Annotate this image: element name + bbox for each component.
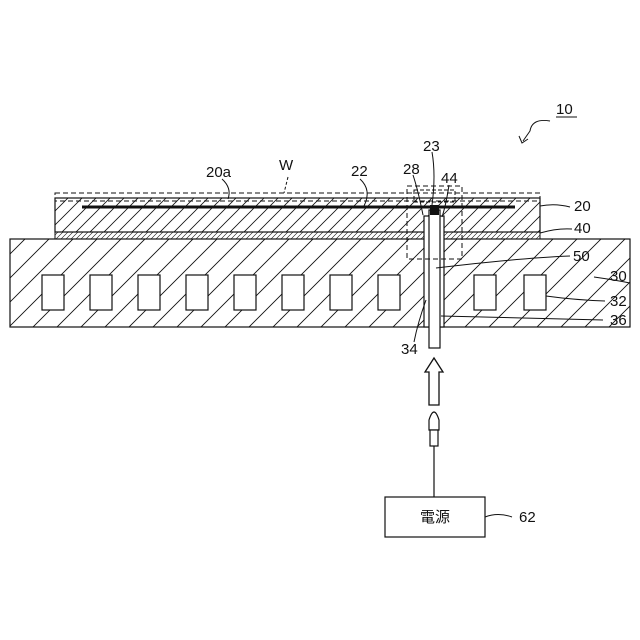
label-28: 28 — [403, 161, 420, 178]
leader-40 — [540, 229, 572, 233]
leader-w — [284, 177, 288, 193]
channel-8 — [378, 275, 400, 310]
label-30: 30 — [610, 268, 627, 285]
terminal-tip — [430, 205, 439, 215]
label-62: 62 — [519, 509, 536, 526]
label-20: 20 — [574, 198, 591, 215]
feed-terminal — [429, 210, 440, 348]
label-40: 40 — [574, 220, 591, 237]
ref-main: 10 — [556, 101, 573, 118]
leader-20a — [222, 179, 229, 199]
label-w: W — [279, 157, 294, 174]
channel-3 — [138, 275, 160, 310]
bonding-layer — [55, 232, 540, 239]
channel-2 — [90, 275, 112, 310]
connector-pin — [429, 412, 439, 497]
channel-6 — [282, 275, 304, 310]
label-23: 23 — [423, 138, 440, 155]
power-supply-label: 電源 — [420, 508, 450, 526]
leader-23 — [432, 152, 434, 205]
leader-10 — [523, 120, 550, 141]
label-44: 44 — [441, 170, 458, 187]
channel-4 — [186, 275, 208, 310]
label-20a: 20a — [206, 164, 232, 181]
label-32: 32 — [610, 293, 627, 310]
channel-10 — [524, 275, 546, 310]
channel-9 — [474, 275, 496, 310]
chuck-plate — [55, 198, 540, 232]
label-22: 22 — [351, 163, 368, 180]
label-36: 36 — [610, 312, 627, 329]
leader-20 — [540, 205, 570, 207]
up-arrow-icon — [425, 358, 443, 405]
leader-62 — [485, 515, 512, 518]
channel-7 — [330, 275, 352, 310]
channel-1 — [42, 275, 64, 310]
label-34: 34 — [401, 341, 418, 358]
label-50: 50 — [573, 248, 590, 265]
channel-5 — [234, 275, 256, 310]
